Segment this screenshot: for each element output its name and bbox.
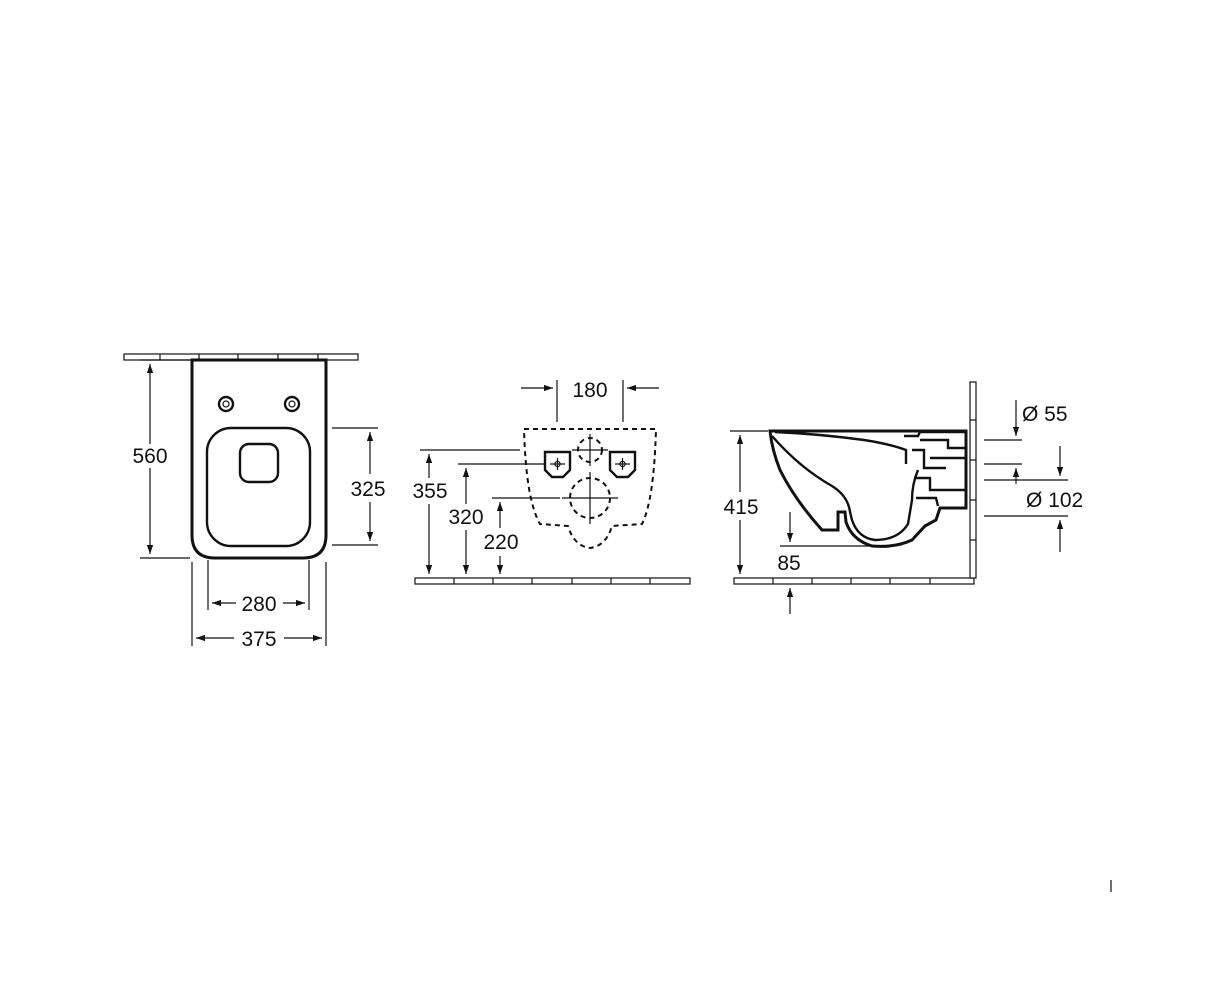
dim-overall-width: 375: [191, 562, 327, 651]
dim-355-label: 355: [412, 480, 447, 503]
dim-220-label: 220: [483, 531, 518, 554]
dim-height-320: 320: [448, 463, 545, 574]
side-wall-strip: [969, 381, 977, 579]
dim-rim-height: 415: [723, 430, 768, 574]
inlet-opening: [572, 434, 608, 466]
fixing-bracket-left: [543, 450, 572, 479]
dim-bolt-spacing: 180: [521, 379, 659, 422]
back-outline-dashed: [522, 428, 658, 550]
dim-415-label: 415: [723, 496, 758, 519]
dim-180-label: 180: [572, 379, 607, 402]
dim-outlet-offset: 85: [777, 512, 872, 614]
dim-o102-label: Ø 102: [1026, 489, 1083, 512]
dim-inlet-diameter: Ø 55: [984, 400, 1068, 484]
side-view: Ø 55 Ø 102 415 85: [723, 381, 1083, 614]
bowl-outline: [190, 358, 328, 560]
dim-375-label: 375: [241, 628, 276, 651]
dim-seat-width: 280: [207, 560, 310, 616]
bowl-rim: [774, 430, 908, 464]
flush-inlet: [904, 430, 966, 470]
fixing-bracket-right: [608, 450, 637, 479]
dim-outlet-diameter: Ø 102: [984, 446, 1083, 552]
dim-seat-length: 325: [332, 427, 386, 546]
dim-o55-label: Ø 55: [1022, 403, 1068, 426]
floor-strip: [414, 577, 691, 585]
bowl-inner: [771, 435, 920, 542]
seat-lid: [238, 442, 280, 484]
outlet-spigot: [914, 476, 966, 507]
bowl-profile: [768, 429, 968, 548]
dim-overall-length: 560: [132, 359, 190, 559]
outlet-opening: [562, 472, 618, 524]
top-view: 560 325 280 375: [123, 353, 386, 651]
side-floor-strip: [733, 577, 975, 585]
dim-280-label: 280: [241, 593, 276, 616]
dim-height-355: 355: [412, 449, 520, 574]
front-view: 180 355 320 220: [412, 379, 691, 585]
seat-outline: [205, 426, 312, 548]
dim-560-label: 560: [132, 445, 167, 468]
hinge-holes: [217, 395, 301, 413]
dim-325-label: 325: [350, 478, 385, 501]
dim-320-label: 320: [448, 506, 483, 529]
dim-height-220: 220: [483, 497, 560, 574]
dim-85-label: 85: [777, 552, 800, 575]
